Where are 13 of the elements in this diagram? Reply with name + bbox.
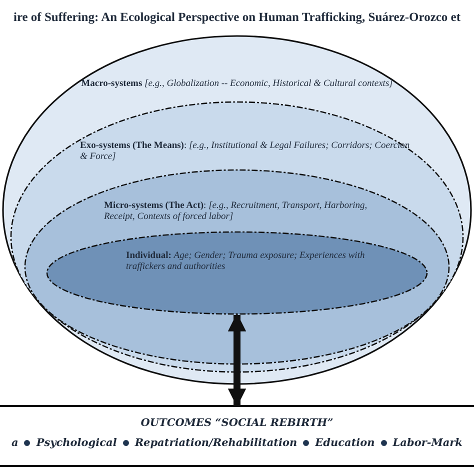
outcome-item: Education <box>315 437 375 450</box>
diagram-title: ire of Suffering: An Ecological Perspective on Human Trafficking, Suárez-Orozco et <box>12 10 462 25</box>
outcomes-heading: OUTCOMES “SOCIAL REBIRTH” <box>140 417 334 429</box>
outcome-item: Psychological <box>36 437 117 450</box>
outcome-item: Labor-Mark <box>392 437 462 450</box>
double-arrow <box>228 313 246 407</box>
layer-label: Exo-systems (The Means): [e.g., Institutional & Legal Failures; Corridors; Coercion & Force] <box>80 141 410 163</box>
outcomes-panel <box>0 405 474 467</box>
layer-label: Individual: Age; Gender; Trauma exposure; Experiences with traffickers and authorities <box>126 251 366 273</box>
layer-label: Macro-systems [e.g., Globalization -- Economic, Historical & Cultural contexts] <box>80 79 394 90</box>
outcome-item: a <box>12 437 18 450</box>
layer-label: Micro-systems (The Act): [e.g., Recruitment, Transport, Harboring, Receipt, Contexts of forced labor] <box>104 201 368 223</box>
outcome-item: Repatriation/Rehabilitation <box>134 437 298 450</box>
